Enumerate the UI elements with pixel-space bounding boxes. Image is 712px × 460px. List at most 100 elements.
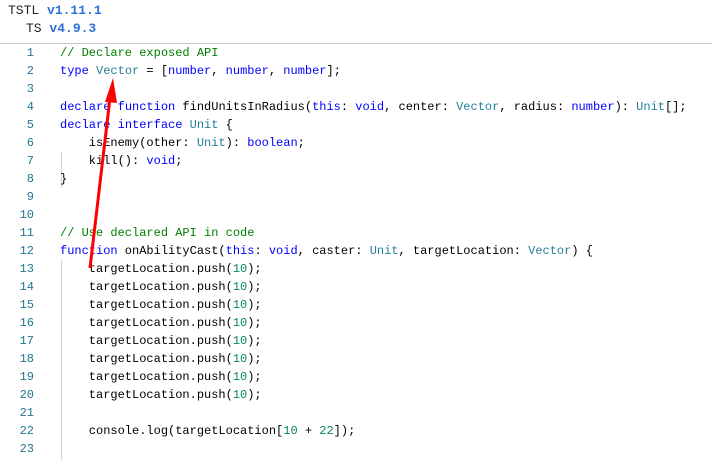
- code-token: 10: [232, 262, 248, 276]
- code-token: Unit: [189, 118, 219, 132]
- ts-label: TS: [26, 21, 42, 36]
- line-number: 15: [19, 298, 34, 312]
- line-number: 8: [26, 172, 34, 186]
- code-text: function onAbilityCast(this: void, caste…: [60, 242, 593, 260]
- code-text: targetLocation.push(10);: [60, 368, 262, 386]
- code-token: [110, 100, 117, 114]
- line-number: 3: [26, 82, 34, 96]
- code-token: {: [218, 118, 233, 132]
- code-line[interactable]: 21: [0, 404, 712, 422]
- code-token: [];: [664, 100, 687, 114]
- code-token: );: [247, 280, 262, 294]
- code-token: 10: [232, 370, 248, 384]
- code-token: isEnemy(other:: [60, 136, 197, 150]
- code-line[interactable]: 20 targetLocation.push(10);: [0, 386, 712, 404]
- code-token: boolean: [247, 136, 298, 150]
- code-line[interactable]: 18 targetLocation.push(10);: [0, 350, 712, 368]
- indent-guide: [61, 152, 62, 188]
- code-text: declare interface Unit {: [60, 116, 233, 134]
- code-token: targetLocation.push(: [60, 388, 233, 402]
- code-token: [182, 118, 189, 132]
- code-token: 10: [232, 334, 248, 348]
- code-text: declare function findUnitsInRadius(this:…: [60, 98, 687, 116]
- code-line[interactable]: 23: [0, 440, 712, 458]
- code-line[interactable]: 9: [0, 188, 712, 206]
- code-text: targetLocation.push(10);: [60, 260, 262, 278]
- code-line[interactable]: 14 targetLocation.push(10);: [0, 278, 712, 296]
- code-token: number: [571, 100, 615, 114]
- code-line[interactable]: 3: [0, 80, 712, 98]
- line-number: 6: [26, 136, 34, 150]
- code-line[interactable]: 10: [0, 206, 712, 224]
- line-number: 14: [19, 280, 34, 294]
- code-line[interactable]: 1 // Declare exposed API: [0, 44, 712, 62]
- code-token: 10: [232, 352, 248, 366]
- code-token: ):: [225, 136, 248, 150]
- code-line[interactable]: 17 targetLocation.push(10);: [0, 332, 712, 350]
- code-token: number: [283, 64, 327, 78]
- code-token: findUnitsInRadius(: [175, 100, 313, 114]
- ts-version: v4.9.3: [49, 21, 97, 36]
- code-line[interactable]: 16 targetLocation.push(10);: [0, 314, 712, 332]
- line-number: 20: [19, 388, 34, 402]
- code-token: ,: [268, 64, 284, 78]
- code-line[interactable]: 13 targetLocation.push(10);: [0, 260, 712, 278]
- line-number: 17: [19, 334, 34, 348]
- code-token: function: [117, 100, 176, 114]
- code-token: [89, 64, 96, 78]
- code-token: targetLocation.push(: [60, 280, 233, 294]
- code-text: }: [60, 170, 67, 188]
- code-token: );: [247, 316, 262, 330]
- line-number: 13: [19, 262, 34, 276]
- code-line[interactable]: 6 isEnemy(other: Unit): boolean;: [0, 134, 712, 152]
- line-number: 5: [26, 118, 34, 132]
- code-token: ,: [211, 64, 226, 78]
- version-header: TSTL v1.11.1 TS v4.9.3: [0, 0, 712, 44]
- code-line[interactable]: 7 kill(): void;: [0, 152, 712, 170]
- line-number: 10: [19, 208, 34, 222]
- line-number: 4: [26, 100, 34, 114]
- code-text: targetLocation.push(10);: [60, 386, 262, 404]
- code-token: Vector: [96, 64, 140, 78]
- code-token: this: [225, 244, 255, 258]
- line-number: 21: [19, 406, 34, 420]
- code-token: function: [60, 244, 118, 258]
- code-token: kill():: [60, 154, 147, 168]
- code-line[interactable]: 11// Use declared API in code: [0, 224, 712, 242]
- code-text: targetLocation.push(10);: [60, 332, 262, 350]
- code-text: targetLocation.push(10);: [60, 314, 262, 332]
- code-line[interactable]: 15 targetLocation.push(10);: [0, 296, 712, 314]
- code-token: ;: [297, 136, 305, 150]
- code-token: console.log(targetLocation[: [60, 424, 284, 438]
- code-token: interface: [117, 118, 183, 132]
- line-number: 19: [19, 370, 34, 384]
- code-token: );: [247, 352, 262, 366]
- code-token: ]);: [333, 424, 356, 438]
- code-token: void: [268, 244, 298, 258]
- code-line[interactable]: 4 declare function findUnitsInRadius(this…: [0, 98, 712, 116]
- line-number: 7: [26, 154, 34, 168]
- code-text: console.log(targetLocation[10 + 22]);: [60, 422, 355, 440]
- code-text: targetLocation.push(10);: [60, 278, 262, 296]
- code-token: );: [247, 388, 262, 402]
- code-token: 10: [283, 424, 298, 438]
- code-token: Vector: [456, 100, 500, 114]
- code-line[interactable]: 5 declare interface Unit {: [0, 116, 712, 134]
- code-token: ];: [326, 64, 341, 78]
- code-token: );: [247, 262, 262, 276]
- code-text: // Declare exposed API: [60, 44, 218, 62]
- line-number: 16: [19, 316, 34, 330]
- code-text: targetLocation.push(10);: [60, 296, 262, 314]
- code-token: 10: [232, 316, 248, 330]
- code-line[interactable]: 8}: [0, 170, 712, 188]
- code-token: ;: [175, 154, 183, 168]
- code-line[interactable]: 19 targetLocation.push(10);: [0, 368, 712, 386]
- code-token: );: [247, 370, 262, 384]
- code-token: );: [247, 334, 262, 348]
- code-token: targetLocation.push(: [60, 352, 233, 366]
- line-number: 1: [26, 46, 34, 60]
- code-line[interactable]: 22 console.log(targetLocation[10 + 22]);: [0, 422, 712, 440]
